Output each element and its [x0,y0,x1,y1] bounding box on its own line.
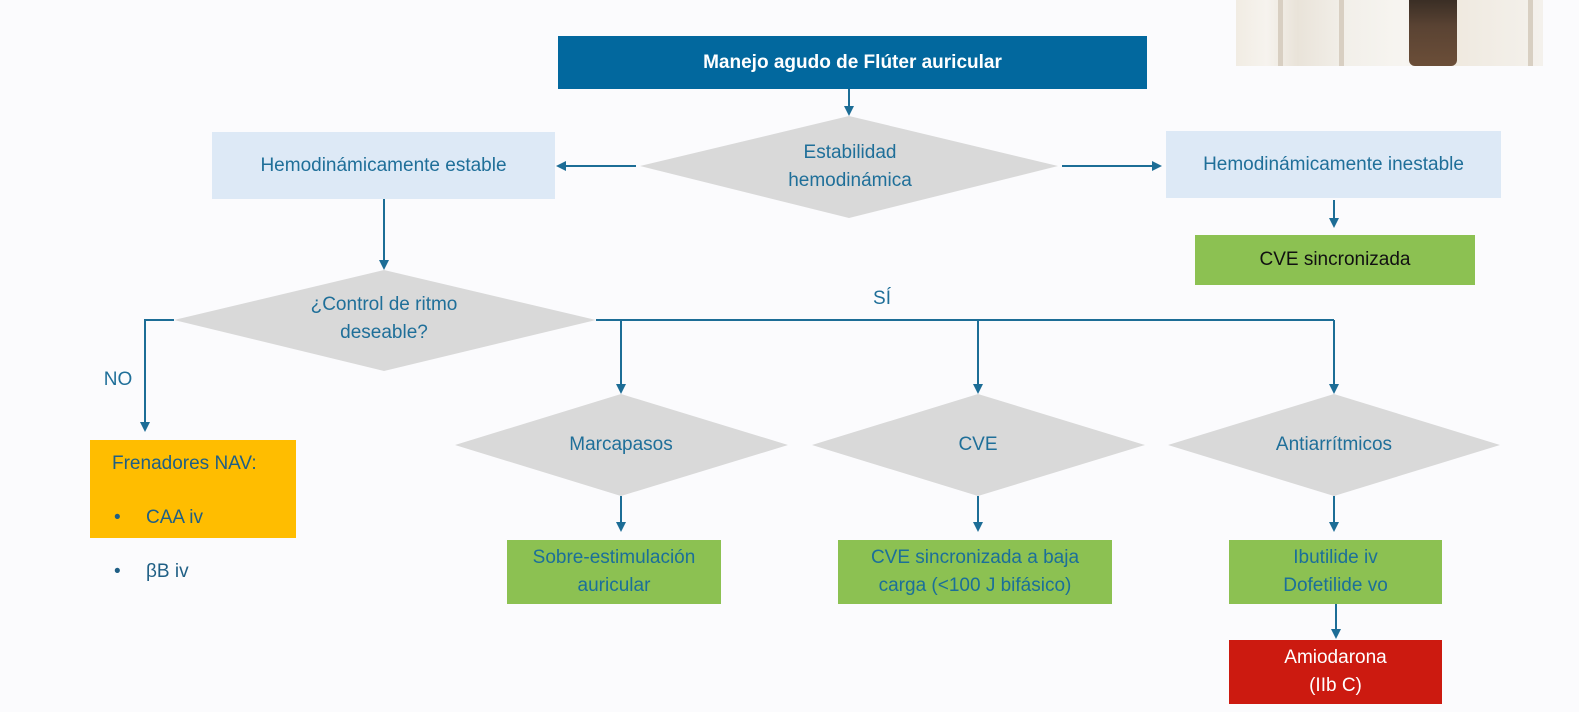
result-low-energy-cve: CVE sincronizada a baja carga (<100 J bi… [838,540,1112,604]
decision-stability-label: Estabilidad hemodinámica [788,142,912,191]
rate-control-list: CAA iv βB iv [112,477,203,612]
diamond-rhythm [174,270,596,371]
result-amiodarone: Amiodarona (IIb C) [1229,640,1442,704]
node-cve-sincronizada: CVE sincronizada [1195,235,1475,285]
background-pole [1278,0,1283,66]
arrow-no-branch [140,319,174,432]
node-hemodynamically-stable: Hemodinámicamente estable [212,132,555,199]
branch-label-si: SÍ [873,288,891,309]
speaker-video-thumbnail [1236,0,1543,66]
node-rate-control: Frenadores NAV: CAA iv βB iv [90,440,296,585]
result-overdrive-pacing: Sobre-estimulación auricular [507,540,721,604]
background-pole [1528,0,1533,66]
rate-control-title: Frenadores NAV: [112,453,257,474]
result-antiarrhythmic-drugs: Ibutilide iv Dofetilide vo [1229,540,1442,604]
diamond-pacemaker [455,394,788,496]
option-cve-label: CVE [958,434,998,455]
branch-label-no: NO [103,369,133,390]
node-hemodynamically-unstable: Hemodinámicamente inestable [1166,131,1501,198]
speaker-figure [1409,0,1457,66]
option-pacemaker-label: Marcapasos [569,434,673,455]
diamond-antiarrhythmics [1168,394,1500,496]
background-pole [1339,0,1344,66]
rate-control-item: βB iv [112,558,203,585]
option-antiarrhythmics-label: Antiarrítmicos [1275,434,1393,455]
rate-control-item: CAA iv [112,504,203,531]
diamond-cve [812,394,1145,496]
decision-rhythm-label: ¿Control de ritmo deseable? [310,294,458,343]
flowchart-title: Manejo agudo de Flúter auricular [558,36,1147,89]
diamond-stability [640,116,1058,218]
